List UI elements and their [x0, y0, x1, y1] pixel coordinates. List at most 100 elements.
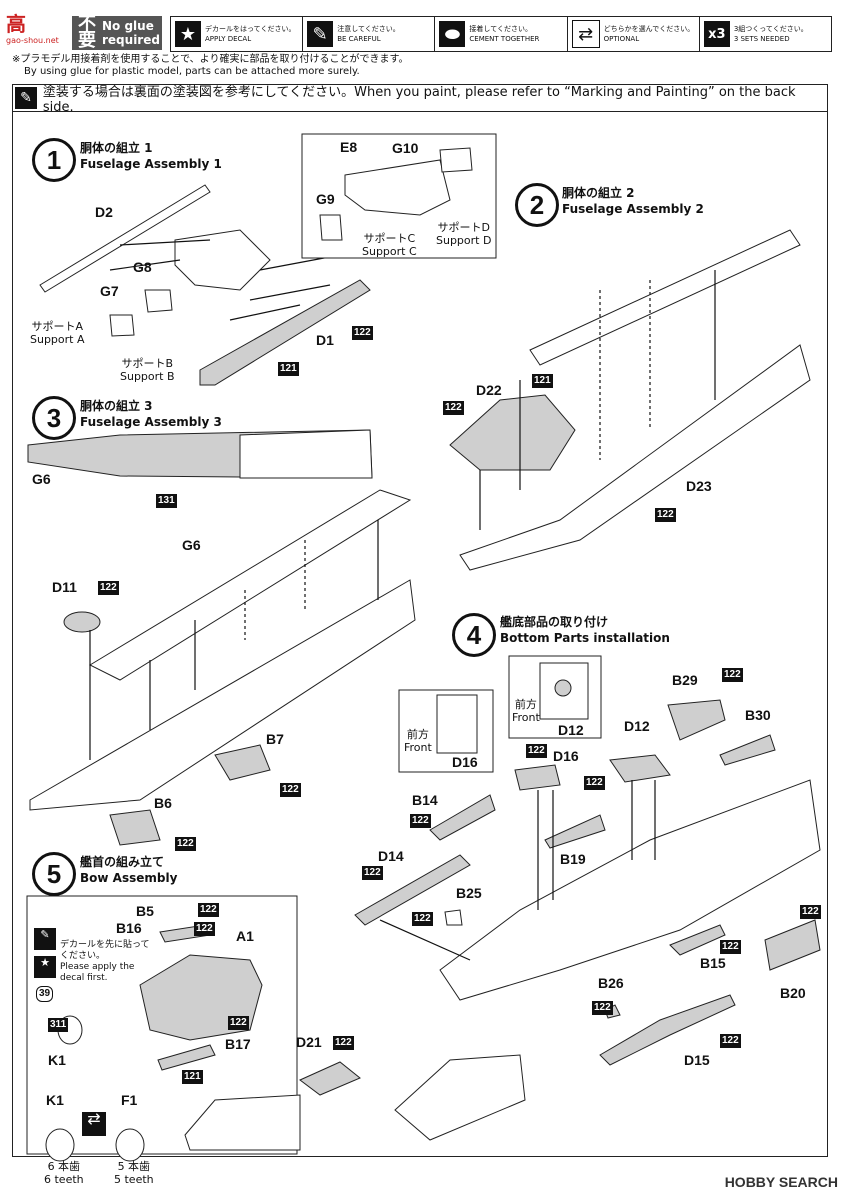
label-D1: D1: [316, 332, 334, 348]
x3-icon: x3: [703, 21, 730, 47]
label-G6: G6: [182, 537, 201, 553]
optional-icon: ⇄: [82, 1111, 106, 1136]
part-B20: [764, 919, 821, 971]
paint-badge: 122: [352, 326, 373, 340]
part-upper-hull: [529, 229, 801, 366]
part-B14: [429, 794, 496, 841]
legend-jp: 注意してください。: [337, 25, 400, 33]
label-D21: D21: [296, 1034, 322, 1050]
teeth-jp: 5 本歯: [117, 1160, 151, 1173]
label-B16: B16: [116, 920, 142, 936]
label-B15: B15: [700, 955, 726, 971]
step-jp: 艦首の組み立て: [80, 855, 165, 869]
legend-be-careful: ✎ 注意してください。BE CAREFUL: [303, 17, 436, 51]
part-D11: [63, 611, 101, 633]
paint-badge: 311: [48, 1018, 69, 1032]
site-logo: 高: [6, 14, 26, 36]
support-en: Support C: [362, 245, 417, 258]
label-G8: G8: [133, 259, 152, 275]
part-D14: [354, 854, 471, 926]
step4-drawing: [354, 699, 821, 1066]
paint-badge: 122: [526, 744, 547, 758]
label-B30: B30: [745, 707, 771, 723]
brush-icon: ✎: [34, 928, 56, 950]
star-icon: ★: [34, 956, 56, 978]
label-F1-option: F1: [121, 1092, 138, 1108]
label-B29: B29: [672, 672, 698, 688]
label-D12: D12: [624, 718, 650, 734]
paint-badge: 122: [410, 814, 431, 828]
label-D2: D2: [95, 204, 113, 220]
part-D22: [449, 394, 576, 471]
step-jp: 胴体の組立 2: [562, 186, 635, 200]
brush-icon: ✎: [15, 87, 37, 109]
part-B25: [444, 909, 463, 926]
decal-en: Please apply the decal first.: [60, 962, 135, 983]
legend-jp: 3組つくってください。: [733, 25, 808, 33]
label-D23: D23: [686, 478, 712, 494]
step-en: Bow Assembly: [80, 871, 178, 885]
support-jp: サポートD: [437, 221, 490, 234]
paint-badge: 122: [720, 940, 741, 954]
front-jp: 前方: [406, 728, 429, 741]
inset-D12-circle: [554, 679, 572, 697]
support-jp: サポートC: [363, 232, 416, 245]
paint-badge: 122: [98, 581, 119, 595]
part-B17: [157, 1044, 216, 1071]
label-D16: D16: [553, 748, 579, 764]
paint-badge: 122: [194, 922, 215, 936]
hobby-search-watermark: HOBBY SEARCH: [724, 1174, 838, 1190]
step-2-number: 2: [515, 183, 559, 227]
label-K1: K1: [48, 1052, 66, 1068]
support-en: Support B: [120, 370, 175, 383]
part-D23: [459, 344, 811, 571]
front-jp: 前方: [514, 698, 537, 711]
legend-jp: 接着してください。: [469, 25, 532, 33]
part-E8-frame: [344, 159, 451, 216]
legend-en: CEMENT TOGETHER: [469, 35, 540, 43]
cement-icon: ⬬: [439, 21, 466, 47]
part-B29: [667, 699, 726, 741]
paint-badge: 122: [800, 905, 821, 919]
label-D15: D15: [684, 1052, 710, 1068]
paint-note-bar: ✎ 塗装する場合は裏面の塗装図を参考にしてください。When you paint…: [12, 84, 828, 115]
step-1-number: 1: [32, 138, 76, 182]
glue-note-en: By using glue for plastic model, parts c…: [24, 66, 360, 77]
step-jp: 胴体の組立 1: [80, 141, 153, 155]
label-B25: B25: [456, 885, 482, 901]
legend-en: APPLY DECAL: [205, 35, 252, 43]
no-glue-badge: 不要 No glue required: [72, 16, 162, 50]
paint-badge: 122: [175, 837, 196, 851]
label-B20: B20: [780, 985, 806, 1001]
part-D2: [39, 184, 211, 293]
part-G6-detail: [239, 429, 373, 479]
label-D11: D11: [52, 579, 77, 595]
label-D14: D14: [378, 848, 404, 864]
glue-note-jp: ※プラモデル用接着剤を使用することで、より確実に部品を取り付けることができます。: [12, 54, 409, 65]
part-bottom-hull: [439, 779, 821, 1001]
part-D1: [199, 279, 371, 386]
part-B7: [214, 744, 271, 781]
paint-badge: 122: [412, 912, 433, 926]
label-B6: B6: [154, 795, 172, 811]
part-B6: [109, 809, 161, 846]
label-E8: E8: [340, 139, 358, 155]
inset-D16-part: [436, 694, 478, 754]
decal-note: デカールを先に貼ってください。Please apply the decal fi…: [60, 940, 150, 984]
legend-en: OPTIONAL: [603, 35, 640, 43]
no-glue-jp: 不要: [78, 14, 96, 51]
paint-badge: 122: [584, 776, 605, 790]
label-G7: G7: [100, 283, 119, 299]
part-bow: [184, 1094, 301, 1151]
part-K1-option: [45, 1128, 75, 1162]
part-G9: [319, 214, 343, 241]
inset-D12-part: [539, 662, 589, 720]
front-en: Front: [404, 741, 432, 754]
instruction-frame: [12, 110, 828, 1157]
